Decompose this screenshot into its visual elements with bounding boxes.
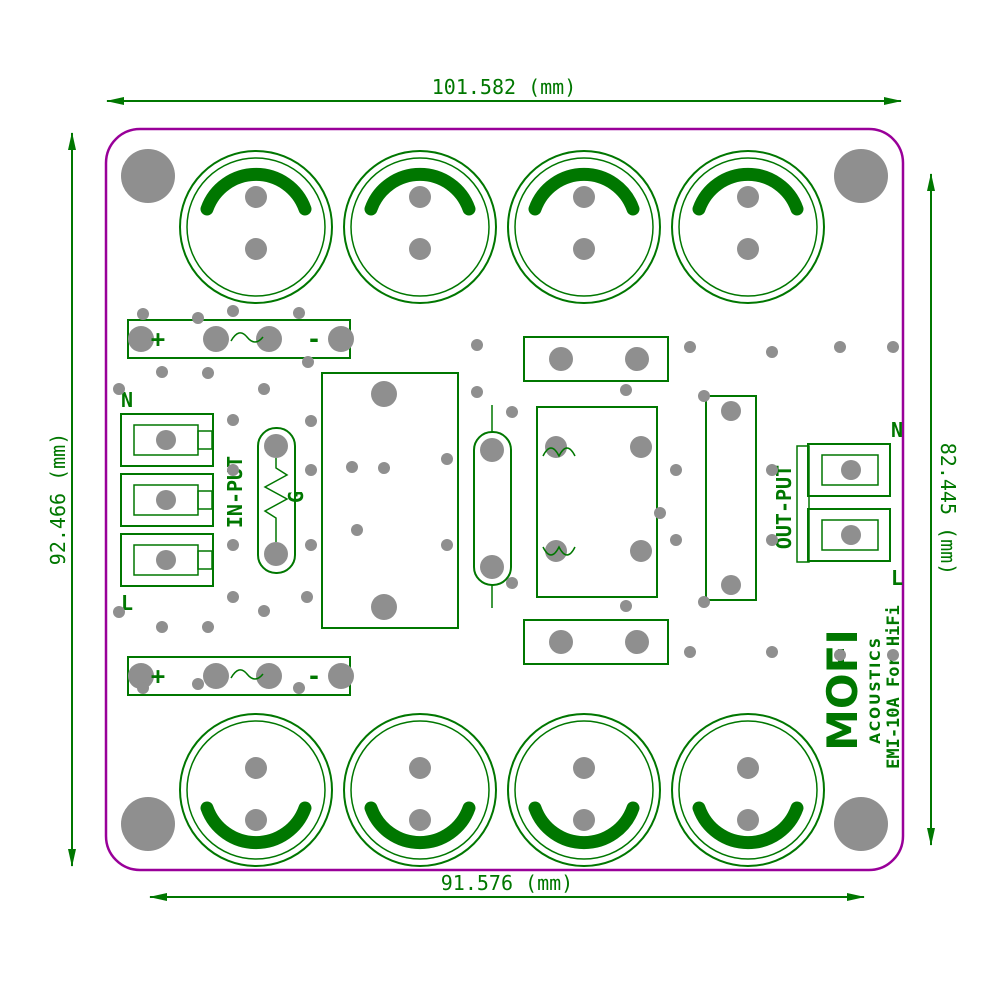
capacitor-bottom-3 bbox=[507, 713, 661, 867]
dimension-left: 92.466 (mm) bbox=[46, 132, 76, 867]
dimension-top: 101.582 (mm) bbox=[106, 75, 902, 105]
dimension-bottom: 91.576 (mm) bbox=[149, 871, 865, 901]
output-terminal-block: N L bbox=[796, 418, 903, 590]
capacitor-top-3 bbox=[507, 150, 661, 304]
minus-mark: - bbox=[307, 662, 321, 690]
mounting-holes bbox=[121, 149, 888, 851]
capacitor-top-4 bbox=[671, 150, 825, 304]
branding: MOFI ACOUSTICS EMI-10A For HiFi bbox=[818, 605, 904, 769]
board-outline bbox=[104, 127, 905, 872]
center-fuse bbox=[473, 405, 512, 608]
brand-model: EMI-10A For HiFi bbox=[884, 605, 904, 769]
plus-mark: + bbox=[151, 662, 165, 690]
mounting-hole bbox=[834, 797, 888, 851]
capacitor-bottom-1 bbox=[179, 713, 333, 867]
mounting-hole bbox=[834, 149, 888, 203]
terminal-bar-bottom: + - bbox=[127, 656, 354, 696]
output-label: OUT-PUT bbox=[772, 465, 796, 549]
capacitor-top-2 bbox=[343, 150, 497, 304]
capacitor-bottom-2 bbox=[343, 713, 497, 867]
output-terminal-n bbox=[807, 443, 891, 497]
dimension-right-label: 82.445 (mm) bbox=[936, 443, 960, 575]
relay-box bbox=[321, 372, 459, 629]
winding-squiggle bbox=[542, 545, 576, 556]
output-n-label: N bbox=[891, 418, 903, 442]
via-pads bbox=[113, 305, 899, 694]
choke-box bbox=[536, 406, 658, 598]
capacitor-bottom-4 bbox=[671, 713, 825, 867]
middle-box-bottom bbox=[523, 619, 669, 665]
input-terminal-g bbox=[120, 473, 214, 527]
input-terminal-l bbox=[120, 533, 214, 587]
input-terminal-block: N L bbox=[120, 388, 214, 615]
capacitor-top-1 bbox=[179, 150, 333, 304]
input-n-label: N bbox=[121, 388, 133, 412]
brand-name: MOFI bbox=[818, 629, 867, 751]
middle-box-top bbox=[523, 336, 669, 382]
dimension-right: 82.445 (mm) bbox=[927, 173, 960, 846]
plus-mark: + bbox=[151, 325, 165, 353]
dimension-top-label: 101.582 (mm) bbox=[432, 75, 577, 99]
output-l-label: L bbox=[891, 566, 903, 590]
output-terminal-l bbox=[807, 508, 891, 562]
minus-mark: - bbox=[307, 325, 321, 353]
mounting-hole bbox=[121, 149, 175, 203]
right-component-box bbox=[705, 395, 757, 601]
terminal-bar-top: + - bbox=[127, 319, 354, 359]
input-fuse bbox=[257, 427, 296, 574]
input-terminal-n bbox=[120, 413, 214, 467]
winding-squiggle bbox=[542, 447, 576, 458]
breaker-squiggle bbox=[230, 669, 264, 680]
brand-sub: ACOUSTICS bbox=[868, 636, 884, 744]
mounting-hole bbox=[121, 797, 175, 851]
dimension-bottom-label: 91.576 (mm) bbox=[441, 871, 573, 895]
breaker-squiggle bbox=[230, 332, 264, 343]
dimension-left-label: 92.466 (mm) bbox=[46, 433, 70, 565]
